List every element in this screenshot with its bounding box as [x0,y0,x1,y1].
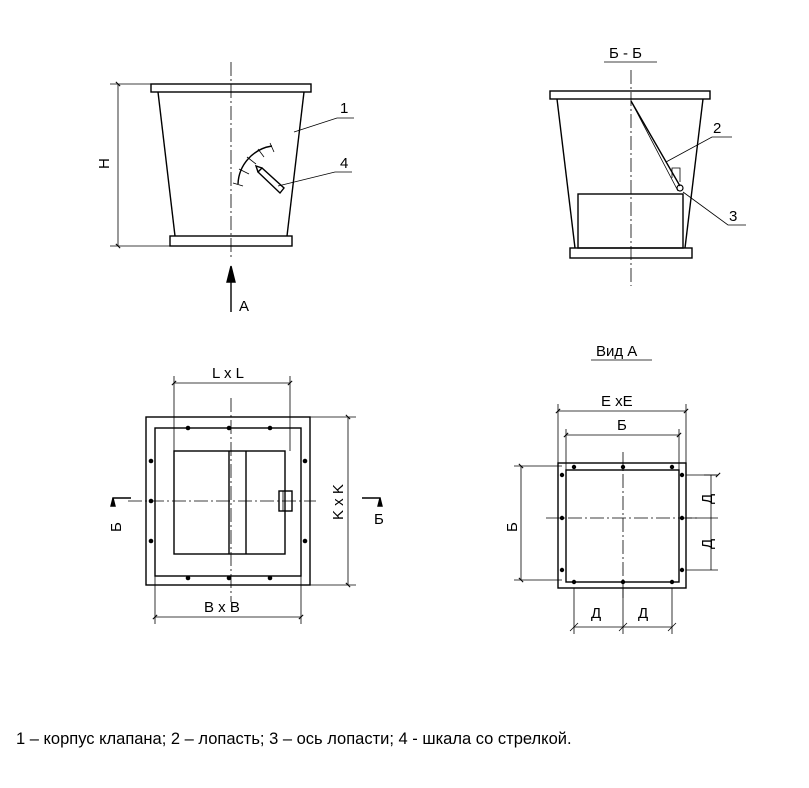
legend-caption: 1 – корпус клапана; 2 – лопасть; 3 – ось… [16,730,572,748]
label-bxb: B x B [204,599,240,616]
label-b-right: Б [374,511,384,528]
section-body-left [556,98,576,249]
label-d-right-top: Д [699,494,716,504]
label-lxl: L x L [212,365,244,382]
scale-pointer [256,167,285,195]
section-body-right [684,98,704,249]
dim-d-bottom-tick [618,622,628,632]
scale-tick [246,156,257,165]
bolt-mark [571,579,577,585]
label-b-vert: Б [504,522,521,532]
bolt-mark [226,425,232,431]
label-kxk: K x K [330,484,347,520]
bolt-mark [571,464,577,470]
blade [630,100,681,187]
bolt-mark [267,575,273,581]
label-exe: E xE [601,393,633,410]
section-marker-left [112,497,131,506]
leader-3 [682,191,746,226]
section-top-flange [549,90,711,100]
view-a-inner-flange [565,469,680,583]
scale-arc [237,145,273,185]
section-title: Б - Б [609,45,642,62]
section-inner-frame [577,193,684,249]
bolt-mark [226,575,232,581]
leader-4 [277,171,352,187]
scale-tick [232,182,244,187]
blade-edge [630,100,679,192]
dim-d-bottom-tick [667,622,677,632]
bolt-mark [302,538,308,544]
leader-2 [665,136,732,163]
front-view: 1 4 Н А [96,62,354,315]
section-marker-left-arrow [110,497,116,507]
blade-support [671,167,681,182]
view-a: Вид А E xE Б [504,343,721,634]
bolt-mark [679,515,685,521]
bolt-mark [620,579,626,585]
bolt-mark [302,458,308,464]
view-a-title: Вид А [596,343,637,360]
label-d-bottom-left: Д [591,605,601,622]
label-a: А [239,298,249,315]
label-h: Н [96,158,113,169]
bolt-mark [148,498,154,504]
plan-bolts [148,425,308,581]
leader-1 [293,117,354,133]
bolt-mark [669,579,675,585]
bolt-mark [559,567,565,573]
scale-pointer-head [254,164,263,173]
plan-view: L x L B x B K x K Б Б [108,365,384,624]
bolt-mark [559,515,565,521]
dim-d-bottom-tick [569,622,579,632]
bolt-mark [679,567,685,573]
scale-tick [269,142,275,153]
label-b-inner: Б [617,417,627,434]
label-b-left: Б [108,522,125,532]
bolt-mark [559,472,565,478]
label-1: 1 [340,100,348,117]
label-4: 4 [340,155,348,172]
front-body-left [157,91,176,237]
label-2: 2 [713,120,721,137]
label-d-bottom-right: Д [638,605,648,622]
arrow-a-head [226,265,236,283]
bolt-mark [185,575,191,581]
bolt-mark [679,472,685,478]
scale-tick [257,148,265,158]
bolt-mark [620,464,626,470]
bolt-mark [669,464,675,470]
section-marker-right [362,497,381,506]
label-3: 3 [729,208,737,225]
label-d-right-bottom: Д [699,539,716,549]
bolt-mark [148,538,154,544]
section-view: Б - Б 2 3 [549,45,746,286]
bolt-mark [148,458,154,464]
blade-axis-circle [676,184,684,192]
view-a-outer-flange [557,462,687,589]
section-marker-right-arrow [377,497,383,507]
scale-tick [238,168,250,175]
front-body-right [286,91,305,237]
view-a-bolts [559,464,685,585]
bolt-mark [267,425,273,431]
bolt-mark [185,425,191,431]
